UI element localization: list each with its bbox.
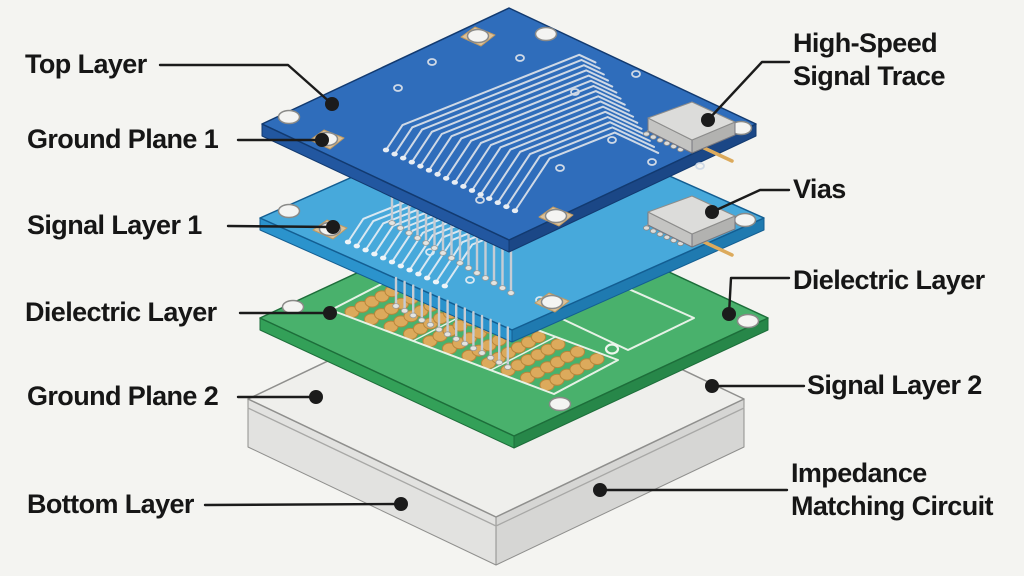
leader-dielectric-right: [722, 276, 791, 321]
label-dielectric-layer-left: Dielectric Layer: [25, 297, 217, 327]
label-high-speed-signal-trace: High-Speed Signal Trace: [793, 28, 945, 91]
leader-impedance-matching-circuit: [593, 483, 789, 497]
leader-vias: [705, 188, 791, 219]
leader-ground-plane-1: [236, 133, 329, 147]
label-ground-plane-1: Ground Plane 1: [27, 124, 219, 154]
leader-signal-layer-2: [705, 379, 806, 393]
label-signal-layer-1: Signal Layer 1: [27, 210, 202, 240]
leader-top-layer: [158, 63, 339, 111]
leader-dielectric-left: [238, 306, 337, 320]
label-top-layer: Top Layer: [25, 49, 147, 79]
label-impedance-matching-circuit: Impedance Matching Circuit: [791, 458, 994, 521]
top-board-dark-blue: [261, 7, 757, 296]
leader-ground-plane-2: [236, 390, 323, 404]
leader-bottom-layer: [203, 497, 408, 511]
label-vias: Vias: [793, 174, 846, 204]
label-dielectric-layer-right: Dielectric Layer: [793, 265, 985, 295]
label-bottom-layer: Bottom Layer: [27, 489, 194, 519]
leader-high-speed-signal-trace: [701, 60, 791, 127]
label-ground-plane-2: Ground Plane 2: [27, 381, 219, 411]
leader-lines: [158, 60, 806, 511]
label-signal-layer-2: Signal Layer 2: [807, 370, 982, 400]
leader-signal-layer-1: [226, 220, 340, 234]
